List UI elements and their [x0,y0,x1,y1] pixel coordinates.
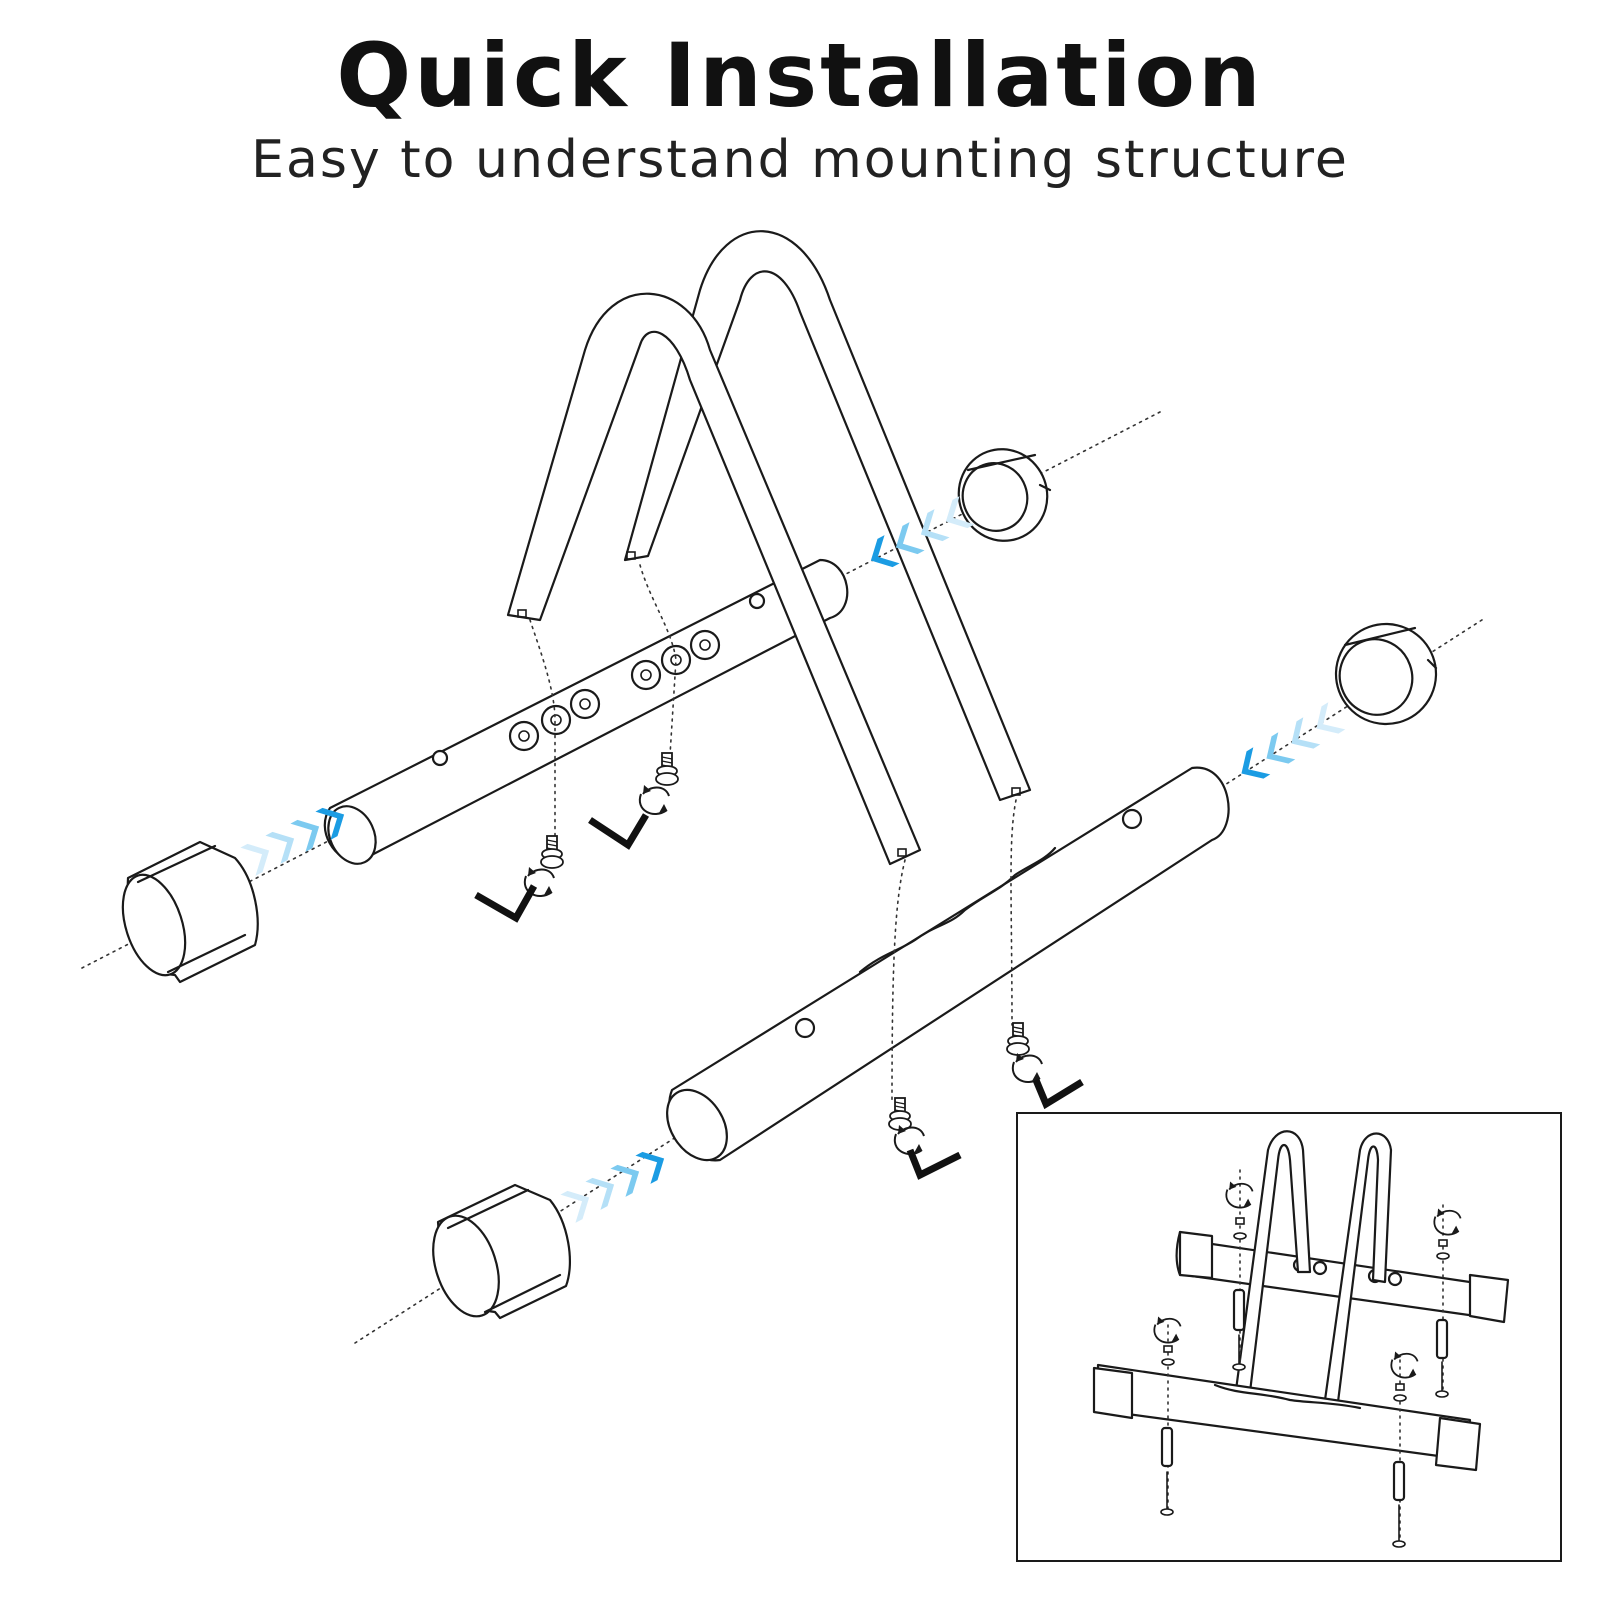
screw-icon [655,752,679,786]
chevron-arrow-icon [1232,702,1346,788]
rear-base-tube [323,558,849,865]
hex-key-icon [588,813,650,850]
page-subtitle: Easy to understand mounting structure [251,130,1349,190]
u-frame-back [623,230,1032,802]
end-cap-front-left [432,1183,572,1320]
hex-key-icon [1032,1078,1084,1110]
end-cap-rear-right [957,448,1052,542]
assembled-view-inset [1016,1112,1562,1562]
rotation-arrow-icon [1011,1052,1043,1084]
rotation-arrow-icon [893,1124,925,1156]
screw-icon [540,835,564,869]
screw-icon [1006,1022,1030,1056]
screw-icon [888,1097,912,1131]
end-cap-front-right [1334,622,1438,726]
page-title: Quick Installation [336,24,1264,127]
hex-key-icon [474,884,538,923]
hex-key-icon [906,1148,962,1180]
rotation-arrow-icon [638,784,670,816]
front-base-tube [666,766,1230,1162]
end-cap-rear-left [121,840,259,984]
u-frame-front [506,292,922,866]
chevron-arrow-icon [560,1144,672,1223]
